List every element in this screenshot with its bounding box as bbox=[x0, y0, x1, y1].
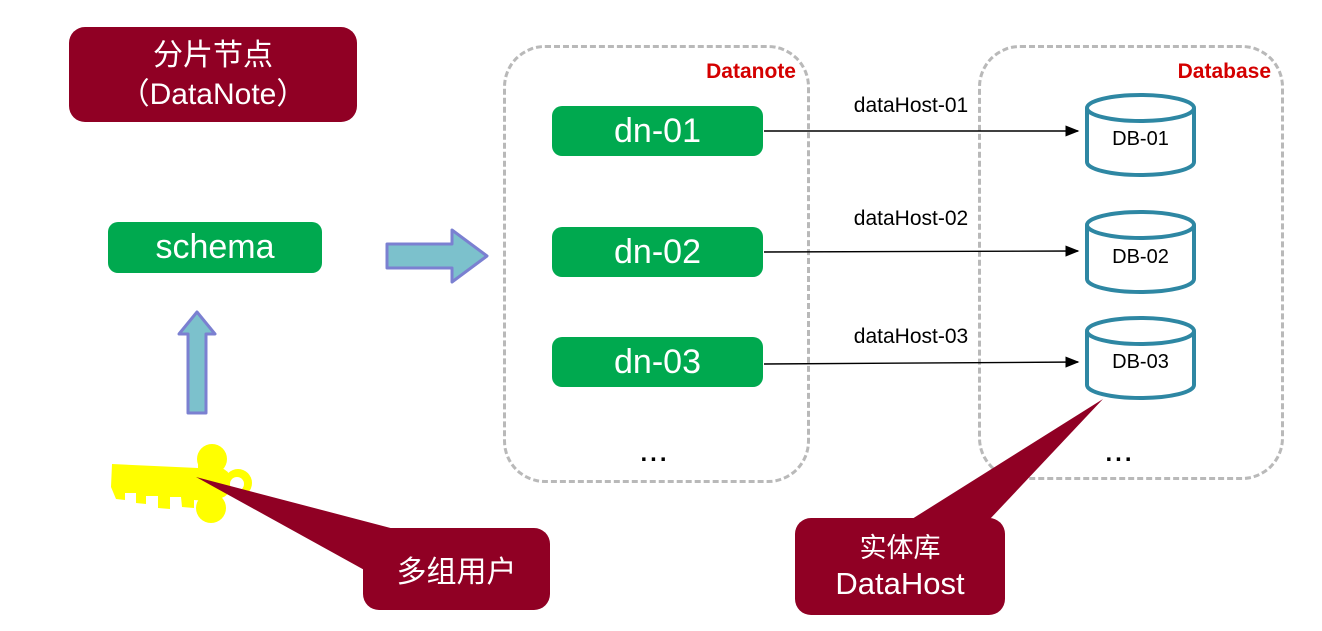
connection-label-3: dataHost-03 bbox=[853, 325, 969, 348]
datahost-callout-box: 实体库 DataHost bbox=[795, 518, 1005, 615]
db01-cylinder-icon bbox=[1085, 93, 1196, 177]
connector-dn03-db03 bbox=[763, 356, 1080, 368]
shard-node-title-line2: （DataNote） bbox=[119, 77, 307, 111]
right-arrow-icon bbox=[385, 228, 489, 284]
up-arrow-icon bbox=[177, 310, 217, 415]
db02-cylinder-icon bbox=[1085, 210, 1196, 294]
database-ellipsis: ... bbox=[1105, 440, 1135, 467]
db-label-1: DB-01 bbox=[1112, 128, 1169, 150]
datahost-callout-line1: 实体库 bbox=[859, 532, 941, 563]
datanote-ellipsis: ... bbox=[640, 440, 670, 467]
db-label-2: DB-02 bbox=[1112, 246, 1169, 268]
dn-node-3: dn-03 bbox=[552, 337, 763, 387]
users-callout-pointer bbox=[196, 477, 402, 572]
db03-cylinder-icon bbox=[1085, 316, 1196, 400]
connection-label-1: dataHost-01 bbox=[853, 94, 969, 117]
dn-node-1: dn-01 bbox=[552, 106, 763, 156]
datanote-zone-container bbox=[503, 45, 810, 483]
shard-node-title-box: 分片节点 （DataNote） bbox=[69, 27, 357, 122]
db-label-3: DB-03 bbox=[1112, 351, 1169, 373]
connector-dn02-db02 bbox=[763, 245, 1080, 257]
schema-node: schema bbox=[108, 222, 322, 273]
datanote-zone-label: Datanote bbox=[706, 60, 796, 83]
database-zone-container bbox=[978, 45, 1284, 480]
datahost-callout-line2: DataHost bbox=[835, 565, 965, 601]
datahost-callout-pointer bbox=[912, 399, 1103, 519]
users-callout-box: 多组用户 bbox=[363, 528, 550, 610]
key-icon bbox=[111, 444, 252, 523]
database-zone-label: Database bbox=[1177, 60, 1271, 83]
dn-node-2: dn-02 bbox=[552, 227, 763, 277]
shard-node-title-line1: 分片节点 bbox=[153, 38, 273, 72]
connection-label-2: dataHost-02 bbox=[853, 207, 969, 230]
